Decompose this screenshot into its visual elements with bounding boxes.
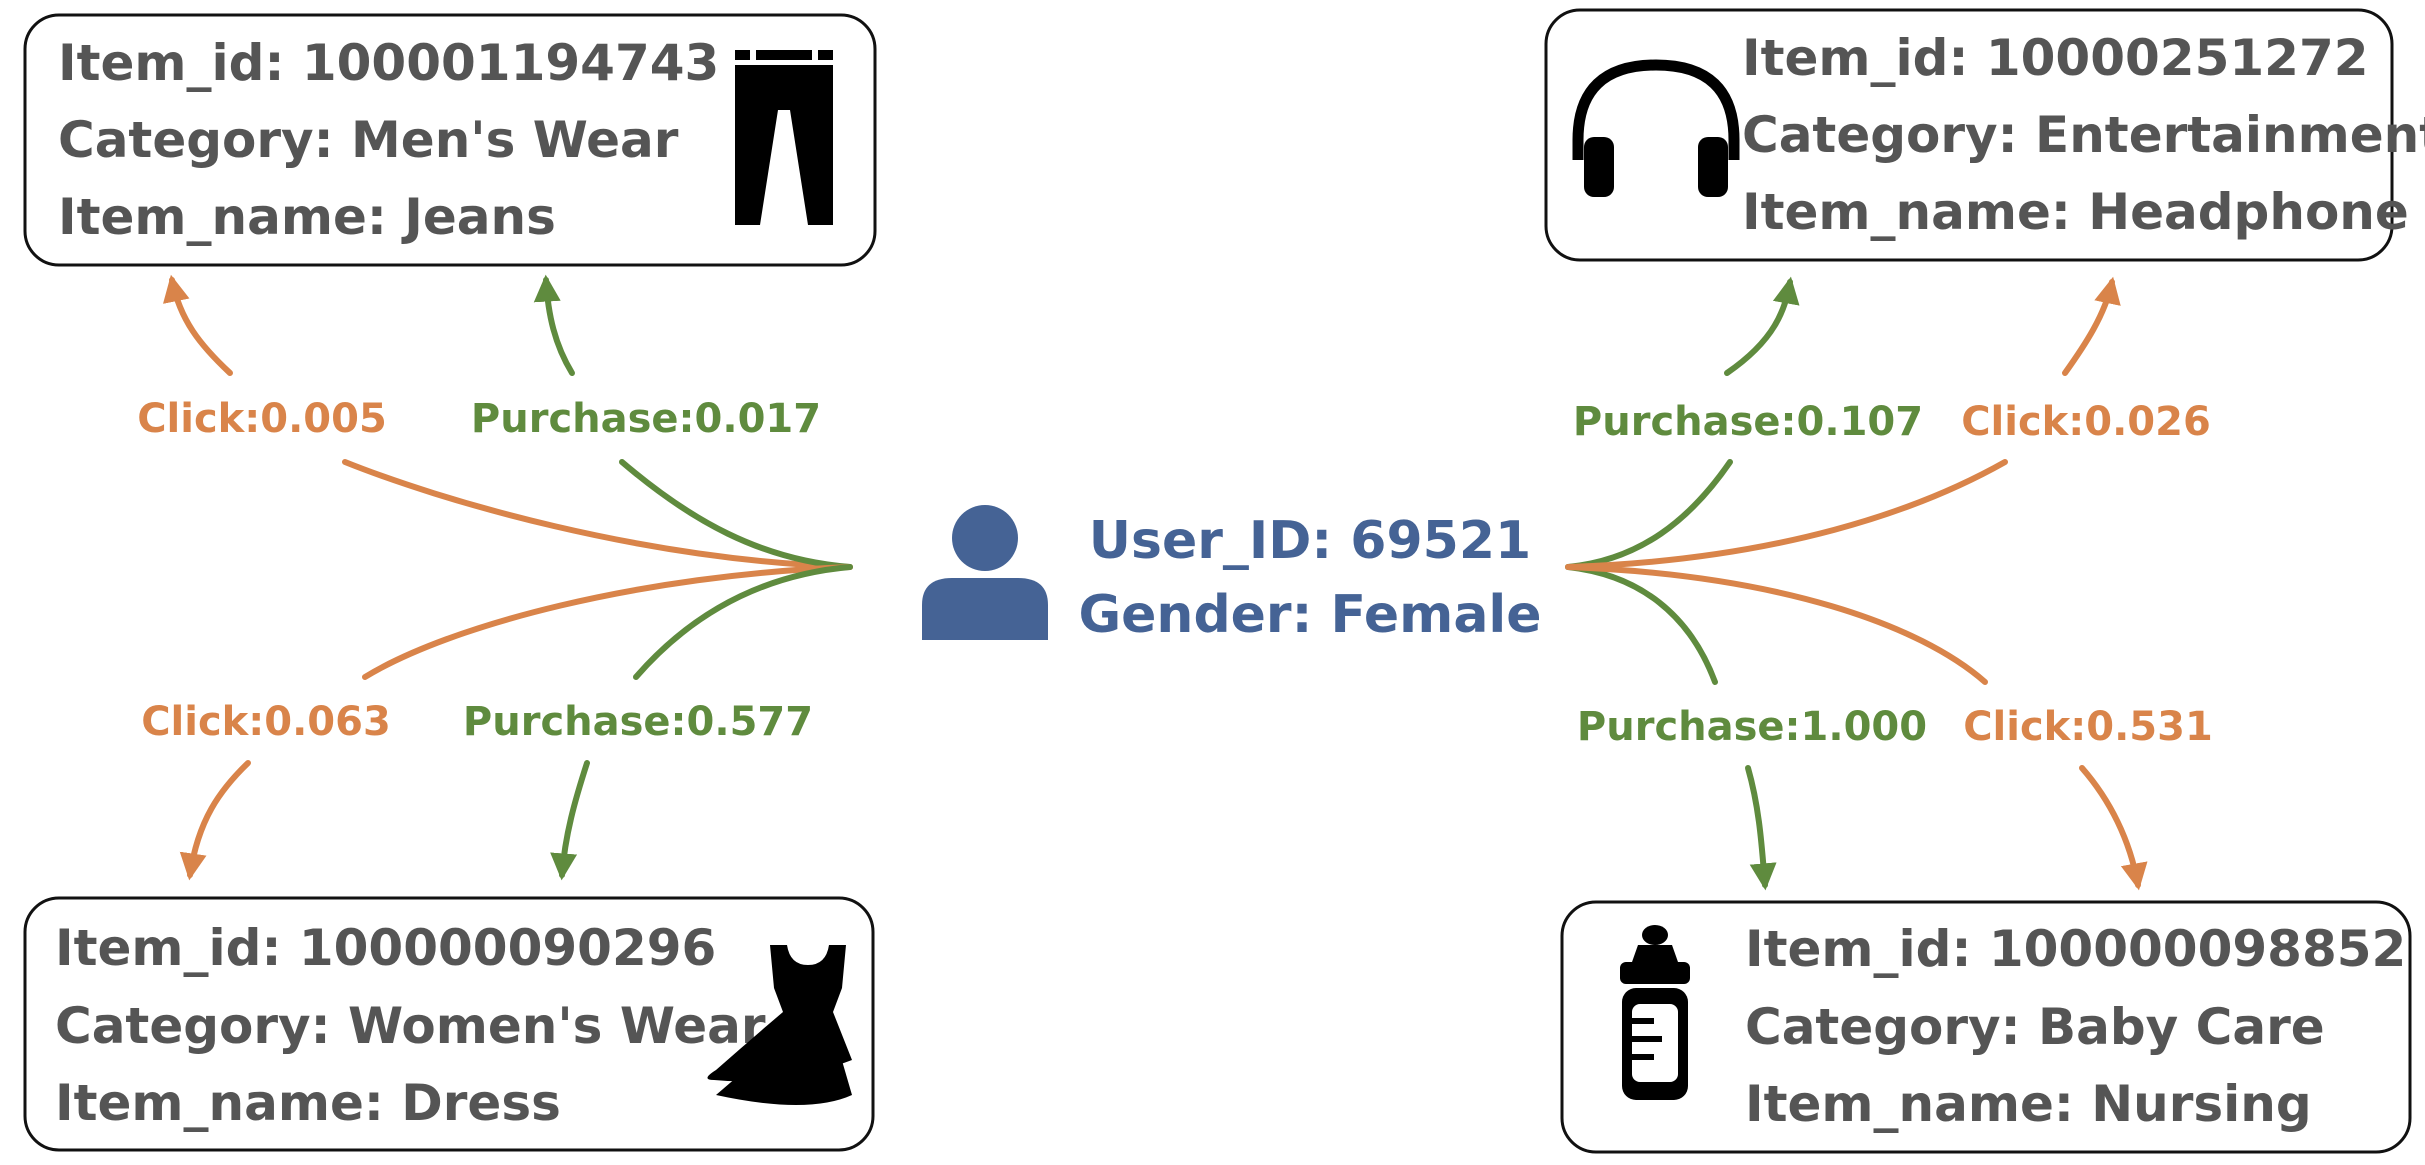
purchase-edge-nursing — [1565, 564, 1718, 685]
purchase-label-jeans: Purchase:0.017 — [471, 396, 821, 442]
click-edge-dress — [362, 564, 853, 680]
jeans-icon — [735, 50, 833, 225]
item-card-dress: Item_id: 100000090296 Category: Women's … — [23, 896, 875, 1152]
click-arrow-nursing — [2079, 765, 2148, 891]
item-id-text: Item_id: 100001194743 — [58, 34, 719, 92]
click-arrow-jeans — [163, 274, 233, 376]
item-id-text: Item_id: 100000098852 — [1745, 920, 2406, 978]
item-card-nursing: Item_id: 100000098852 Category: Baby Car… — [1560, 900, 2412, 1154]
item-name-text: Item_name: Dress — [55, 1074, 561, 1132]
purchase-arrow-nursing — [1745, 765, 1777, 891]
user-id-text: User_ID: 69521 — [1089, 511, 1531, 571]
item-category-text: Category: Men's Wear — [58, 111, 679, 169]
baby-bottle-icon — [1620, 925, 1690, 1100]
item-card-headphone: Item_id: 10000251272 Category: Entertain… — [1544, 8, 2425, 262]
purchase-edge-dress — [633, 564, 853, 680]
item-category-text: Category: Baby Care — [1745, 998, 2325, 1056]
purchase-edge-jeans — [619, 459, 853, 570]
click-arrow-dress — [179, 760, 251, 881]
purchase-label-dress: Purchase:0.577 — [463, 699, 813, 745]
purchase-arrow-jeans — [533, 274, 575, 376]
user-node: User_ID: 69521 Gender: Female — [922, 505, 1542, 645]
click-edge-jeans — [342, 459, 853, 570]
item-card-jeans: Item_id: 100001194743 Category: Men's We… — [23, 13, 877, 267]
item-category-text: Category: Entertainment — [1742, 106, 2425, 164]
click-label-nursing: Click:0.531 — [1963, 704, 2213, 750]
item-id-text: Item_id: 100000090296 — [55, 919, 716, 977]
purchase-arrow-dress — [550, 760, 590, 881]
purchase-arrow-headphone — [1724, 276, 1800, 376]
click-edge-headphone — [1565, 459, 2008, 570]
purchase-label-headphone: Purchase:0.107 — [1573, 399, 1923, 445]
item-name-text: Item_name: Nursing — [1745, 1075, 2312, 1133]
headphone-icon — [1572, 59, 1740, 197]
purchase-label-nursing: Purchase:1.000 — [1577, 704, 1927, 750]
click-arrow-headphone — [2062, 276, 2121, 376]
purchase-edge-headphone — [1565, 459, 1733, 570]
item-name-text: Item_name: Jeans — [58, 188, 556, 246]
dress-icon — [707, 945, 852, 1105]
item-id-text: Item_id: 10000251272 — [1742, 29, 2369, 87]
click-label-headphone: Click:0.026 — [1961, 399, 2211, 445]
click-label-dress: Click:0.063 — [141, 699, 391, 745]
click-edge-nursing — [1565, 564, 1988, 685]
click-label-jeans: Click:0.005 — [137, 396, 387, 442]
item-name-text: Item_name: Headphone — [1742, 183, 2409, 241]
user-gender-text: Gender: Female — [1078, 585, 1541, 645]
item-category-text: Category: Women's Wear — [55, 997, 766, 1055]
user-icon — [922, 505, 1048, 640]
